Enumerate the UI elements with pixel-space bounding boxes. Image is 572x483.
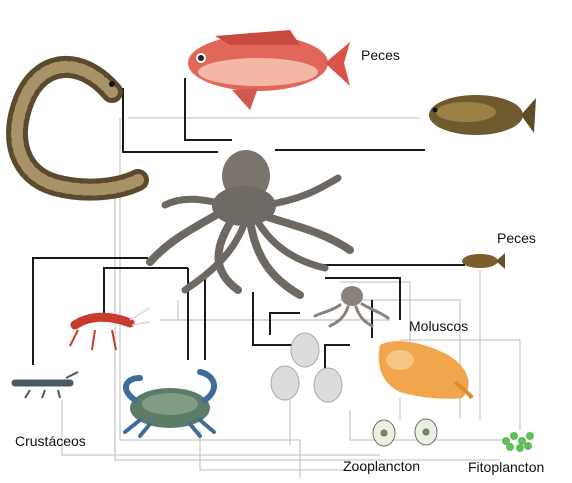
shrimp [70, 308, 150, 350]
grouper [429, 95, 536, 135]
phytoplankton [502, 432, 534, 452]
zooplankton [373, 419, 437, 446]
label-fitoplancton: Fitoplancton [468, 459, 544, 475]
conch-snail [379, 341, 472, 399]
crab [125, 372, 214, 436]
label-crustaceos: Crustáceos [15, 433, 86, 449]
red-snapper [188, 30, 350, 110]
clam-shells [271, 333, 342, 402]
small-fish [462, 253, 505, 269]
label-moluscos: Moluscos [409, 318, 468, 334]
octopus-head [212, 186, 276, 226]
label-peces-top: Peces [361, 47, 400, 63]
label-peces-mid: Peces [497, 230, 536, 246]
label-zooplancton: Zooplancton [343, 458, 420, 474]
crayfish [15, 372, 78, 398]
